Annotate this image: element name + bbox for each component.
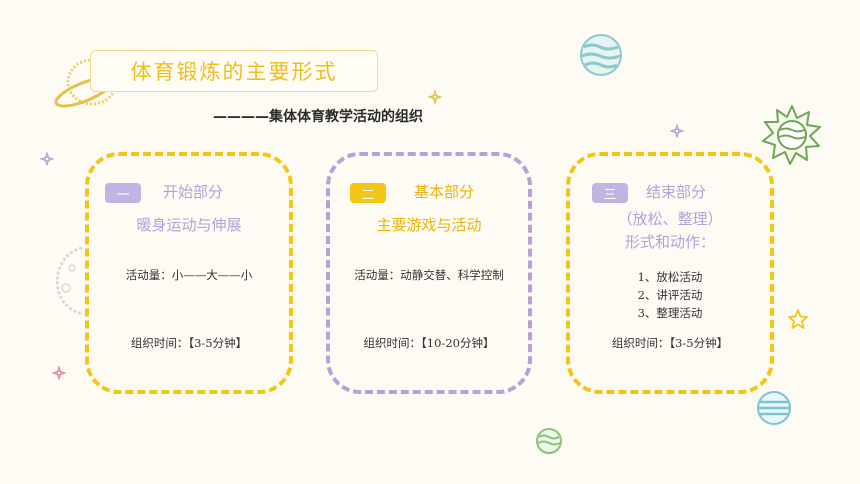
card-heading: 结束部分 bbox=[646, 183, 707, 201]
card-start: 一 开始部分 暖身运动与伸展 活动量：小——大——小 组织时间：【3-5分钟】 bbox=[85, 152, 293, 394]
card-heading: 基本部分 bbox=[414, 183, 475, 201]
sparkle-icon bbox=[428, 90, 442, 104]
organization-time: 组织时间：【3-5分钟】 bbox=[611, 336, 729, 350]
page-subtitle: ————集体体育教学活动的组织 bbox=[213, 109, 423, 125]
sparkle-icon bbox=[52, 366, 66, 380]
page-title: 体育锻炼的主要形式 bbox=[90, 50, 378, 92]
activity-amount: 活动量：动静交替、科学控制 bbox=[354, 268, 504, 282]
sparkle-icon bbox=[40, 152, 54, 166]
card-heading: 开始部分 bbox=[163, 183, 224, 201]
organization-time: 组织时间：【3-5分钟】 bbox=[130, 336, 248, 350]
card-subheading-2: 形式和动作： bbox=[624, 233, 715, 251]
list-item: 3、整理活动 bbox=[637, 306, 703, 320]
card-subheading: 暖身运动与伸展 bbox=[136, 216, 242, 234]
activity-amount: 活动量：小——大——小 bbox=[125, 268, 253, 282]
sun-icon bbox=[762, 105, 821, 165]
sparkle-icon bbox=[670, 124, 684, 138]
card-badge: 二 bbox=[350, 183, 386, 203]
list-item: 1、放松活动 bbox=[637, 270, 703, 284]
card-badge: 一 bbox=[105, 183, 141, 203]
organization-time: 组织时间：【10-20分钟】 bbox=[363, 336, 495, 350]
list-item: 2、讲评活动 bbox=[637, 288, 703, 302]
moon-icon bbox=[55, 246, 83, 316]
card-badge: 三 bbox=[592, 183, 628, 203]
ringed-planet-icon bbox=[757, 391, 791, 425]
small-planet-icon bbox=[536, 428, 562, 454]
striped-planet-icon bbox=[580, 34, 622, 76]
card-subheading: 主要游戏与活动 bbox=[376, 216, 482, 234]
card-subheading: （放松、整理） bbox=[617, 210, 723, 228]
star-icon bbox=[788, 309, 808, 329]
card-basic: 二 基本部分 主要游戏与活动 活动量：动静交替、科学控制 组织时间：【10-20… bbox=[326, 152, 532, 394]
card-end: 三 结束部分 （放松、整理） 形式和动作： 1、放松活动 2、讲评活动 3、整理… bbox=[566, 152, 774, 394]
